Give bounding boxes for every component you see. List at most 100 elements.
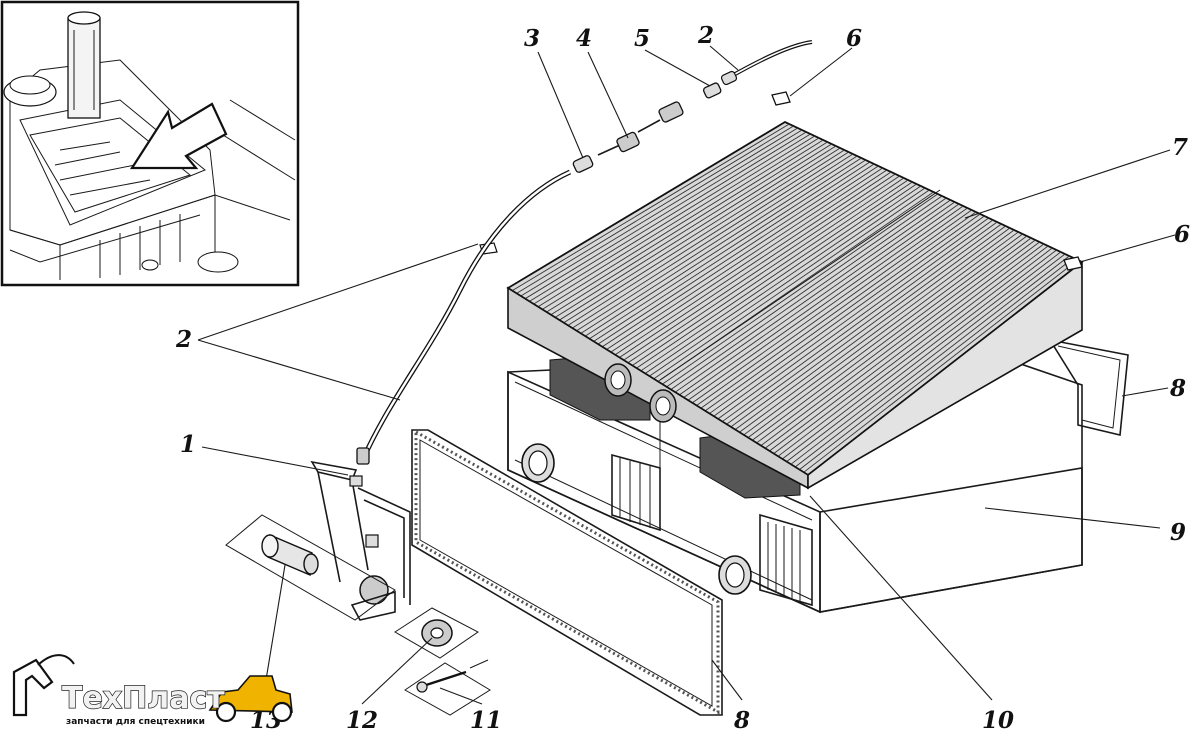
radiator-fin xyxy=(713,217,989,417)
inset-arrow xyxy=(129,102,228,170)
radiator-fin xyxy=(580,155,858,334)
radiator-fin xyxy=(524,129,803,300)
callout-8-right: 8 xyxy=(1169,375,1186,402)
radiator-fin xyxy=(790,253,1066,465)
pad-6-top xyxy=(771,91,791,106)
radiator-fin xyxy=(644,185,922,374)
radiator-fin xyxy=(730,225,1006,428)
brand-logo: ТехПласт запчасти для спецтехники xyxy=(12,654,293,727)
radiator-fin xyxy=(589,159,866,340)
radiator-fin xyxy=(640,183,917,372)
washer-12 xyxy=(394,607,479,659)
brand-name: ТехПласт xyxy=(62,681,225,716)
radiator-fin xyxy=(760,239,1036,446)
radiator-fin xyxy=(512,123,790,292)
radiator-fin xyxy=(734,227,1011,430)
radiator-fin xyxy=(632,179,909,366)
radiator-fin xyxy=(722,221,998,422)
callout-2-top: 2 xyxy=(697,22,714,49)
callout-8-bottom: 8 xyxy=(733,707,750,734)
radiator-fin xyxy=(662,193,938,385)
radiator-fin xyxy=(606,167,883,350)
radiator-fin xyxy=(554,143,832,318)
radiator-fin xyxy=(597,163,875,345)
radiator-fin xyxy=(546,139,824,313)
radiator-fin xyxy=(559,145,837,321)
callout-9: 9 xyxy=(1170,519,1186,546)
lower-tank-port-left xyxy=(521,443,555,483)
radiator-fin xyxy=(563,147,841,324)
radiator-fin xyxy=(764,241,1040,449)
leader-lines xyxy=(197,45,1176,705)
radiator-fin xyxy=(683,203,960,398)
radiator-fin xyxy=(653,189,930,380)
radiator-fin xyxy=(696,209,972,406)
callout-6-right: 6 xyxy=(1174,221,1190,248)
radiator-fin xyxy=(679,201,955,396)
radiator-core xyxy=(506,120,1084,490)
radiator-fin xyxy=(794,255,1070,468)
clamp-5 xyxy=(702,82,722,99)
excavator-icon xyxy=(12,658,54,717)
callout-4: 4 xyxy=(576,25,592,52)
sensor-4 xyxy=(597,101,684,156)
callout-5: 5 xyxy=(634,25,650,52)
radiator-fins xyxy=(512,123,1079,473)
callout-2-left: 2 xyxy=(175,326,192,353)
radiator-fin xyxy=(520,127,798,297)
pad-6-right xyxy=(1063,256,1083,271)
radiator-fin xyxy=(516,125,794,294)
pin-13 xyxy=(225,514,396,621)
callout-6-top: 6 xyxy=(846,25,862,52)
callout-10: 10 xyxy=(982,707,1014,734)
radiator-fin xyxy=(614,171,892,356)
radiator-fin xyxy=(687,205,964,401)
callout-1: 1 xyxy=(180,431,196,458)
tube-2-long xyxy=(356,169,572,465)
lower-tank-port-right xyxy=(718,555,752,595)
radiator-fin xyxy=(726,223,1002,425)
radiator-fin xyxy=(739,229,1015,433)
inset-view xyxy=(0,0,300,287)
radiator-fin xyxy=(773,245,1049,454)
radiator-fin xyxy=(799,257,1074,471)
clamp-3 xyxy=(572,155,594,173)
radiator-fin xyxy=(803,259,1079,473)
core-inlet-pipe-2 xyxy=(649,389,677,423)
radiator-fin xyxy=(752,235,1028,441)
radiator-fin xyxy=(619,173,896,358)
radiator-fin xyxy=(610,169,888,353)
radiator-fin xyxy=(709,215,985,414)
tube-2-top xyxy=(720,40,813,86)
radiator-fin xyxy=(529,131,807,302)
radiator-fin xyxy=(666,195,943,388)
radiator-fin xyxy=(756,237,1032,444)
radiator-fin xyxy=(533,133,811,305)
sensor-bracket-1 xyxy=(310,460,411,621)
radiator-fin xyxy=(700,211,977,409)
gasket-rear xyxy=(1048,338,1129,436)
callout-12: 12 xyxy=(346,707,378,734)
radiator-fin xyxy=(623,175,900,361)
callout-11: 11 xyxy=(470,707,502,734)
radiator-fin xyxy=(743,231,1019,436)
radiator-fin xyxy=(692,207,968,404)
radiator-fin xyxy=(704,213,981,412)
radiator-fin xyxy=(649,187,926,377)
radiator-fin xyxy=(593,161,871,342)
radiator-fin xyxy=(636,181,913,369)
radiator-fin xyxy=(777,247,1053,457)
radiator-fin xyxy=(627,177,905,364)
radiator-fin xyxy=(542,137,820,310)
radiator-fin xyxy=(769,243,1045,452)
radiator-fin xyxy=(674,199,951,393)
radiator-fin xyxy=(747,233,1023,438)
radiator-fin xyxy=(602,165,879,348)
radiator-fin xyxy=(782,249,1057,460)
callout-3: 3 xyxy=(524,25,540,52)
radiator-fin xyxy=(786,251,1062,463)
radiator-fin xyxy=(567,149,845,326)
brand-tagline: запчасти для спецтехники xyxy=(66,717,205,727)
gasket-front xyxy=(411,429,723,716)
